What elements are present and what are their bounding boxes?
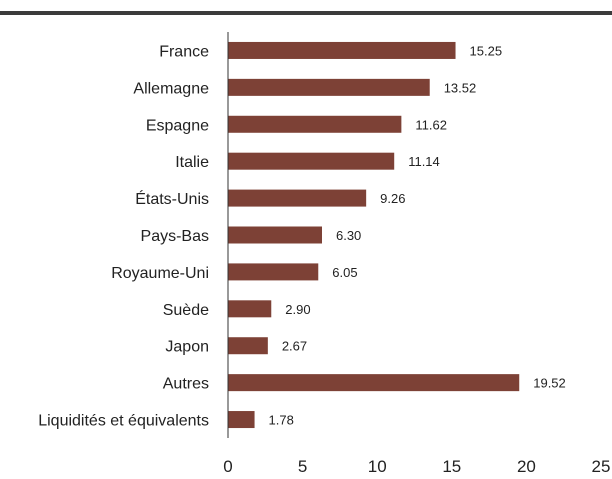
value-label-japon: 2.67 <box>282 339 307 354</box>
x-tick-label-25: 25 <box>592 457 611 476</box>
category-label-etats-unis: États-Unis <box>135 189 209 208</box>
bar-allemagne <box>228 78 430 96</box>
category-label-allemagne: Allemagne <box>133 80 209 97</box>
category-label-liquidites-et-equivalents: Liquidités et équivalents <box>38 413 209 430</box>
value-label-italie: 11.14 <box>408 154 440 169</box>
category-labels-group: FranceAllemagneEspagneItalieÉtats-UnisPa… <box>38 43 209 429</box>
x-tick-label-5: 5 <box>298 457 307 476</box>
value-label-liquidites-et-equivalents: 1.78 <box>269 413 294 428</box>
category-label-japon: Japon <box>165 339 209 356</box>
bar-etats-unis <box>228 189 367 207</box>
category-label-royaume-uni: Royaume-Uni <box>111 265 209 282</box>
value-label-allemagne: 13.52 <box>444 80 477 95</box>
category-label-suede: Suède <box>163 302 209 319</box>
bars-group <box>228 41 520 429</box>
bar-liquidites-et-equivalents <box>228 411 255 429</box>
value-label-etats-unis: 9.26 <box>380 191 405 206</box>
bar-suede <box>228 300 272 318</box>
x-tick-label-0: 0 <box>223 457 232 476</box>
value-label-suede: 2.90 <box>285 302 310 317</box>
x-ticks-group: 0 5 10 15 20 25 <box>223 457 610 476</box>
bar-france <box>228 41 456 59</box>
value-label-france: 15.25 <box>470 43 503 58</box>
bar-italie <box>228 152 395 170</box>
bar-japon <box>228 337 268 355</box>
category-label-autres: Autres <box>163 376 209 393</box>
value-label-autres: 19.52 <box>533 376 566 391</box>
category-label-espagne: Espagne <box>146 117 209 134</box>
value-label-royaume-uni: 6.05 <box>332 265 357 280</box>
x-tick-label-10: 10 <box>368 457 387 476</box>
bar-autres <box>228 374 520 392</box>
x-tick-label-20: 20 <box>517 457 536 476</box>
value-label-espagne: 11.62 <box>415 117 447 132</box>
category-label-italie: Italie <box>175 154 209 171</box>
value-label-pays-bas: 6.30 <box>336 228 361 243</box>
x-tick-label-15: 15 <box>442 457 461 476</box>
value-labels-group: 15.25 13.52 11.62 11.14 9.26 6.30 6.05 2.90 2.67… <box>269 43 566 427</box>
category-label-pays-bas: Pays-Bas <box>141 228 209 245</box>
bar-pays-bas <box>228 226 322 244</box>
category-label-france: France <box>159 43 209 60</box>
bar-espagne <box>228 115 402 133</box>
top-rule <box>0 11 612 15</box>
bar-royaume-uni <box>228 263 319 281</box>
